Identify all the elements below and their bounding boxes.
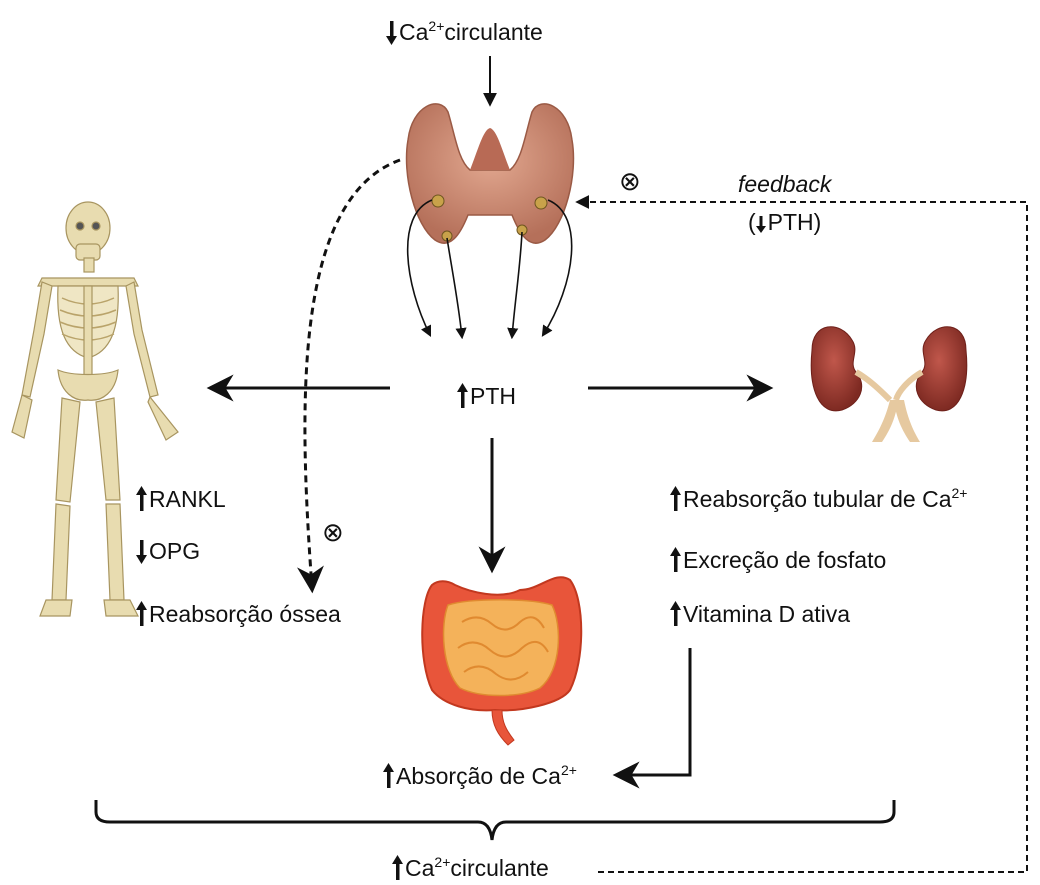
kidney-effect-tubular-reabsorption: Reabsorção tubular de Ca2+ [670, 485, 967, 513]
top-ca-label: Ca2+circulante [386, 18, 543, 46]
arrow-parathyroid-3 [512, 232, 522, 337]
arrow-parathyroid-2 [447, 238, 462, 337]
up-arrow-icon [670, 546, 681, 574]
intestine-icon [422, 577, 581, 745]
kidney-effect-phosphate-excretion: Excreção de fosfato [670, 546, 886, 574]
pth-label: PTH [457, 382, 516, 410]
down-arrow-icon [136, 537, 147, 565]
inhibit-symbol-bone: ⊗ [322, 518, 344, 546]
up-arrow-icon [136, 600, 147, 628]
up-arrow-icon [392, 854, 403, 882]
summary-brace [96, 800, 894, 840]
bone-effect-opg: OPG [136, 537, 200, 565]
dashed-arrow-thyroid-to-bone [305, 160, 400, 588]
intestine-absorption-label: Absorção de Ca2+ [383, 762, 577, 790]
up-arrow-icon [670, 600, 681, 628]
up-arrow-icon [383, 762, 394, 790]
up-arrow-icon [670, 485, 681, 513]
bone-effect-rankl: RANKL [136, 485, 226, 513]
feedback-label: feedback [738, 170, 831, 198]
thyroid-parathyroid-icon [407, 104, 574, 243]
down-arrow-icon [756, 208, 766, 236]
down-arrow-icon [386, 18, 397, 46]
up-arrow-icon [136, 485, 147, 513]
dashed-feedback-loop [578, 202, 1027, 872]
bone-effect-resorption: Reabsorção óssea [136, 600, 341, 628]
bottom-ca-label: Ca2+circulante [392, 854, 549, 882]
arrow-vitamin-d-to-absorption [618, 648, 690, 775]
inhibit-symbol-feedback: ⊗ [619, 167, 641, 195]
kidney-effect-vitamin-d: Vitamina D ativa [670, 600, 850, 628]
kidneys-icon [811, 327, 967, 442]
up-arrow-icon [457, 382, 468, 410]
feedback-pth-label: (PTH) [748, 208, 821, 236]
